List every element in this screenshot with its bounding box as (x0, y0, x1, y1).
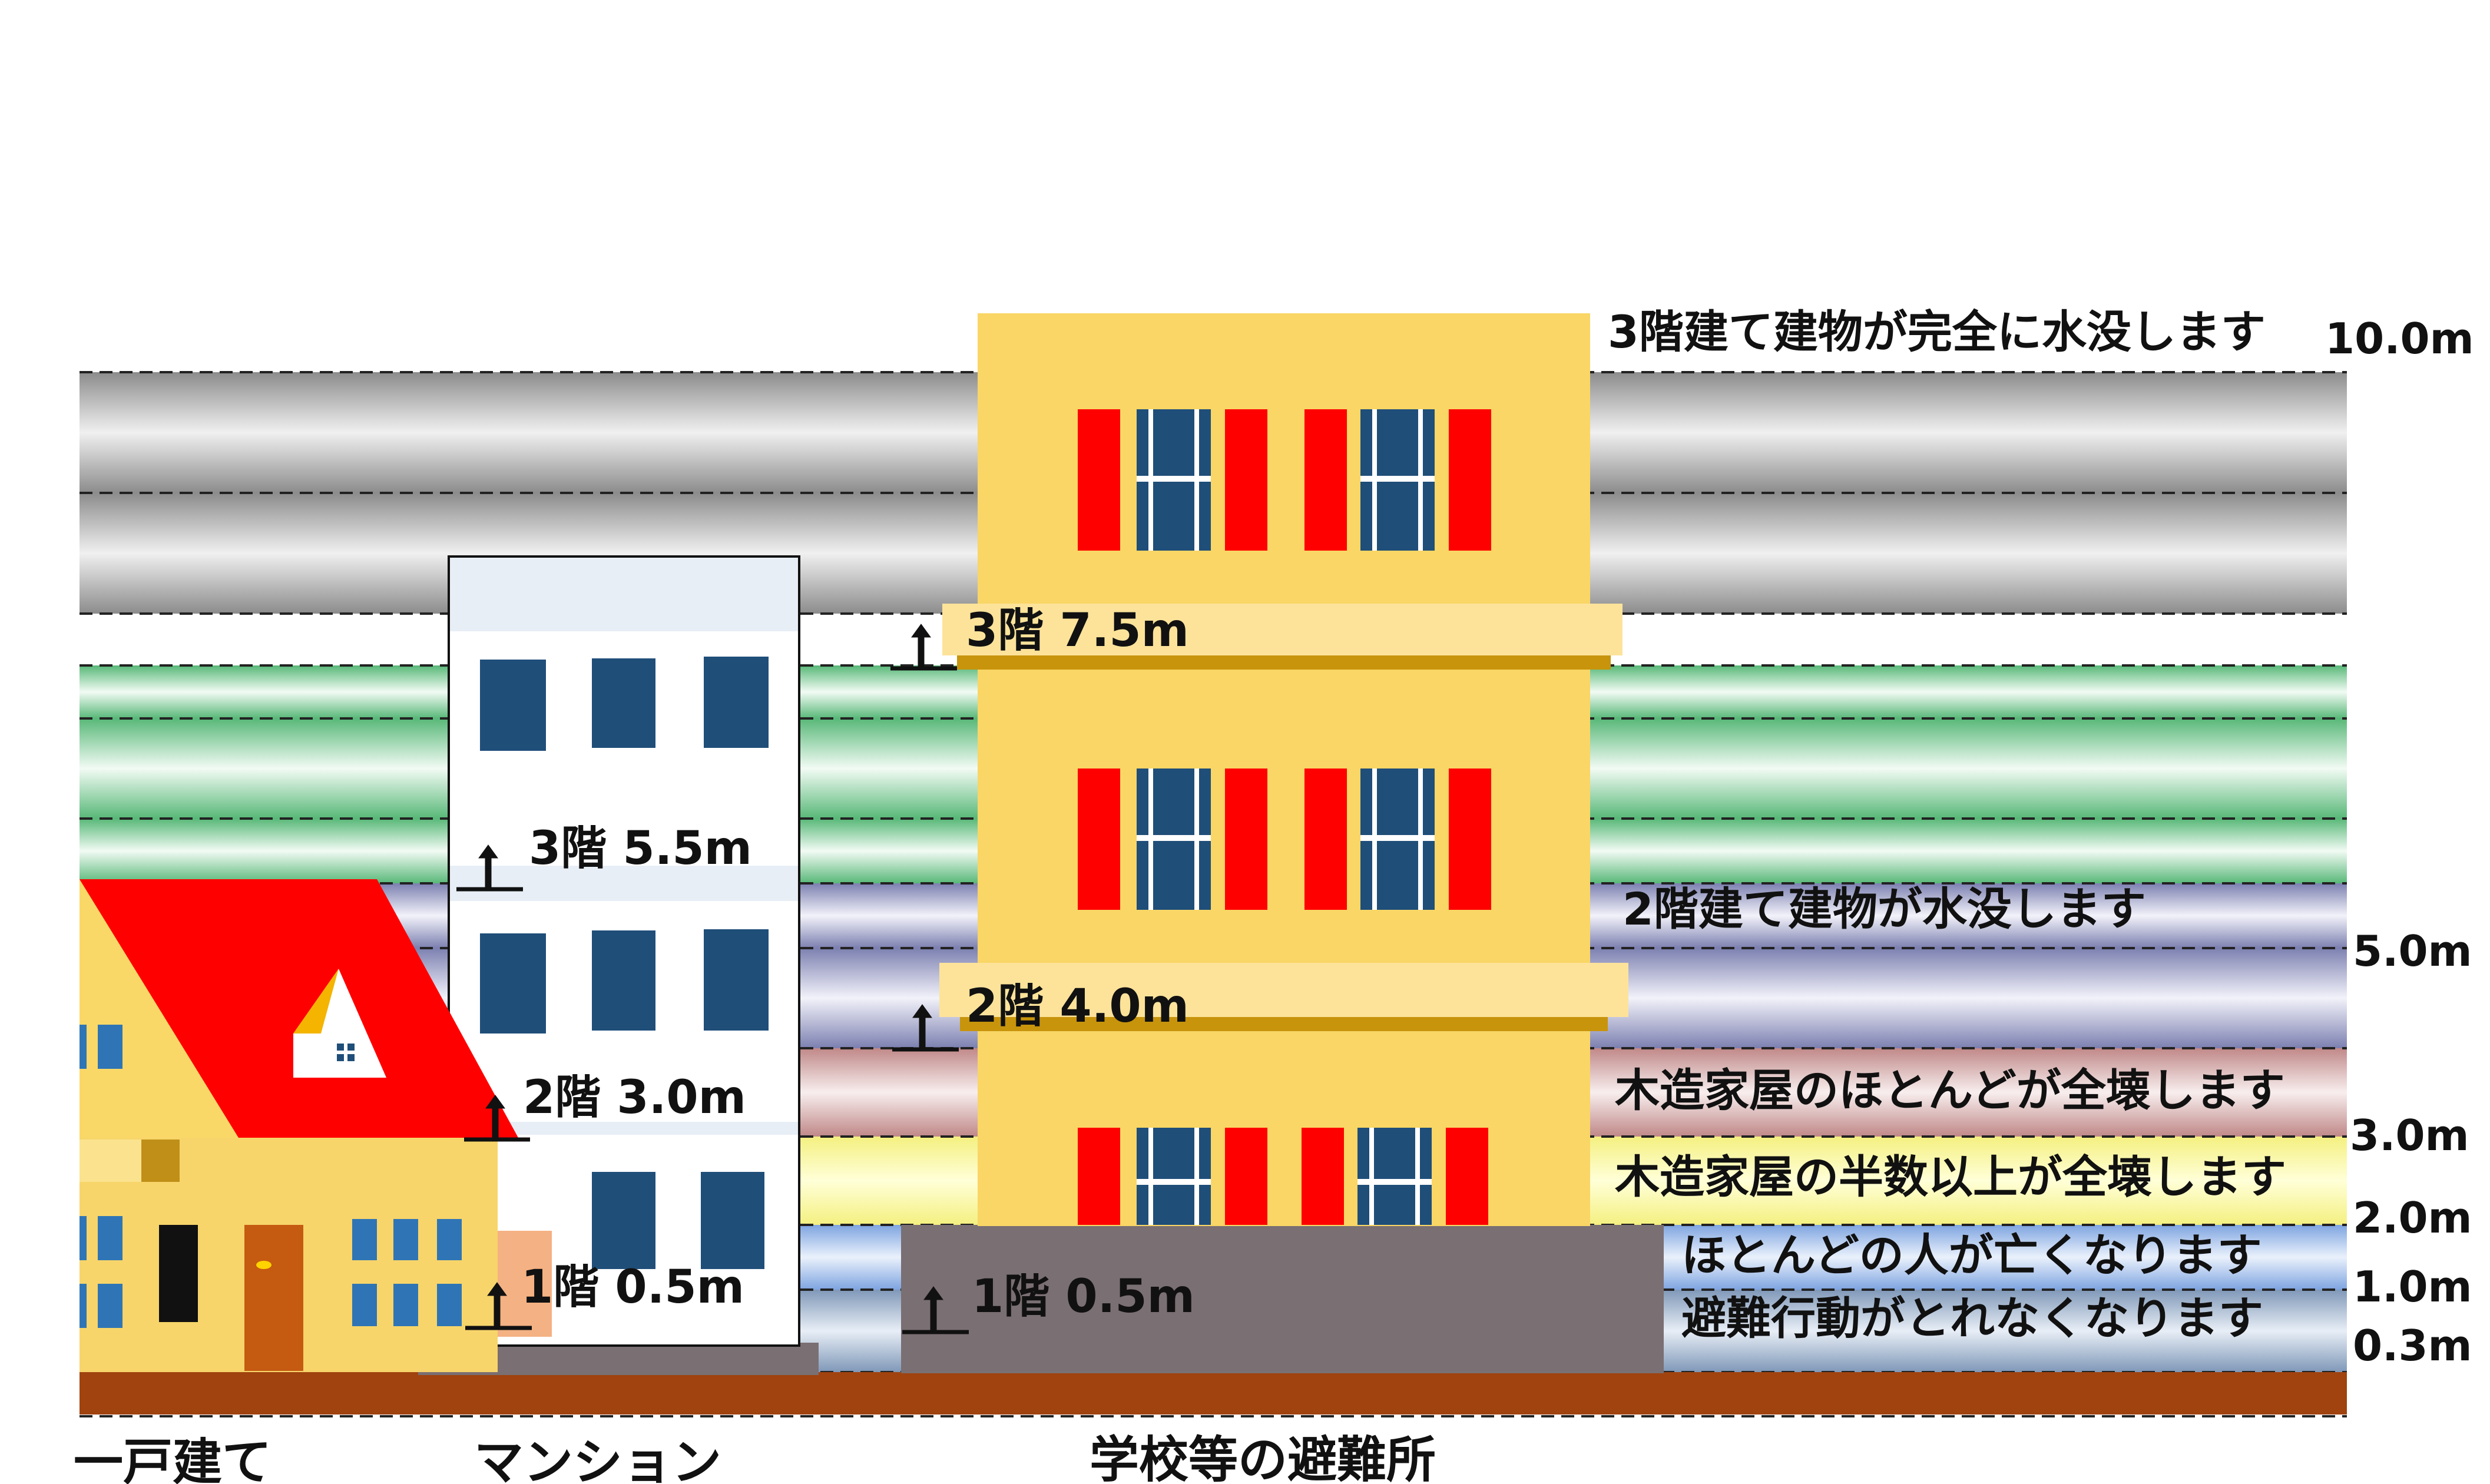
depth-marker-1m: 1.0m (2353, 1262, 2472, 1311)
depth-marker-03m: 0.3m (2353, 1321, 2472, 1370)
house-window (393, 1219, 418, 1260)
shelter-floor-label-1f: 1階 0.5m (972, 1270, 1195, 1323)
ground (80, 1372, 2347, 1415)
mansion-window (701, 1172, 764, 1269)
building-label-shelter: 学校等の避難所 (1090, 1431, 1436, 1484)
house-window (437, 1284, 462, 1326)
impact-3m: 木造家屋のほとんどが全壊します (1615, 1064, 2285, 1117)
floor-marker-mansion-1f (465, 1282, 532, 1330)
depth-marker-3m: 3.0m (2350, 1111, 2469, 1160)
mansion-entrance (498, 1231, 552, 1337)
depth-marker-2m: 2.0m (2353, 1193, 2472, 1243)
mansion-window (704, 929, 769, 1031)
impact-2m: 木造家屋の半数以上が全壊します (1615, 1151, 2286, 1203)
depth-marker-5m: 5.0m (2353, 926, 2472, 976)
house-window (352, 1219, 377, 1260)
shelter-window-group-2f-left (1078, 768, 1267, 910)
impact-03m: 避難行動がとれなくなります (1681, 1292, 2263, 1344)
mansion-top-band (450, 558, 798, 631)
house-window (80, 1284, 87, 1328)
building-label-house: 一戸建て (74, 1433, 271, 1484)
shelter-window-group-2f-right (1304, 768, 1491, 910)
house-window (437, 1219, 462, 1260)
house-dormer (293, 969, 386, 1078)
house-window (393, 1284, 418, 1326)
mansion-window (592, 930, 655, 1031)
detached-house (80, 879, 518, 1372)
mansion-window (480, 933, 546, 1034)
house-dormer-shade (293, 969, 339, 1034)
shelter-slab-2f-edge (960, 1017, 1608, 1031)
house-window (80, 1216, 87, 1260)
building-label-mansion: マンション (474, 1433, 721, 1484)
house-door (244, 1225, 303, 1371)
mansion-band-3f (450, 866, 798, 901)
shelter-slab-3f (942, 604, 1623, 655)
shelter-window-group-1f-left (1078, 1128, 1267, 1225)
mansion-building (418, 555, 819, 1375)
house-window (98, 1025, 122, 1069)
shelter-slab-2f (939, 963, 1628, 1017)
shelter-floor-label-3f: 3階 7.5m (966, 604, 1189, 657)
mansion-window (480, 660, 546, 751)
shelter-window-group-3f-left (1078, 409, 1267, 551)
shelter-window-group-3f-right (1304, 409, 1491, 551)
shelter-slab-3f-edge (957, 655, 1611, 670)
floor-marker-shelter-3f (890, 624, 957, 671)
impact-10m: 3階建て建物が完全に水没します (1608, 306, 2266, 358)
mansion-floor-label-3f: 3階 5.5m (529, 822, 752, 875)
shelter-building (901, 313, 1664, 1373)
floor-marker-shelter-2f (892, 1004, 959, 1052)
house-balcony-post (141, 1140, 180, 1182)
mansion-window (592, 658, 655, 748)
mansion-floor-label-1f: 1階 0.5m (521, 1261, 744, 1314)
mansion-band-2f (450, 1122, 798, 1135)
mansion-floor-label-2f: 2階 3.0m (523, 1071, 746, 1124)
floor-marker-shelter-1f (902, 1286, 969, 1334)
shelter-foundation (901, 1225, 1664, 1373)
mansion-window (592, 1172, 655, 1269)
impact-1m: ほとんどの人が亡くなります (1681, 1229, 2262, 1281)
depth-marker-10m: 10.0m (2325, 314, 2474, 363)
house-roof-gable (80, 879, 239, 1138)
house-dark-window (159, 1225, 198, 1322)
house-window (352, 1284, 377, 1326)
house-window (98, 1284, 122, 1328)
house-window (98, 1216, 122, 1260)
mansion-window (704, 657, 769, 748)
shelter-window-group-1f-right (1302, 1128, 1488, 1225)
impact-5m: 2階建て建物が水没します (1623, 883, 2146, 935)
floor-marker-mansion-2f (464, 1095, 530, 1142)
house-door-knob (256, 1261, 271, 1269)
floor-marker-mansion-3f (456, 844, 523, 892)
shelter-floor-label-2f: 2階 4.0m (966, 980, 1189, 1033)
house-window (80, 1025, 87, 1069)
shelter-wall (978, 313, 1590, 1226)
floor-markers (456, 624, 969, 1334)
